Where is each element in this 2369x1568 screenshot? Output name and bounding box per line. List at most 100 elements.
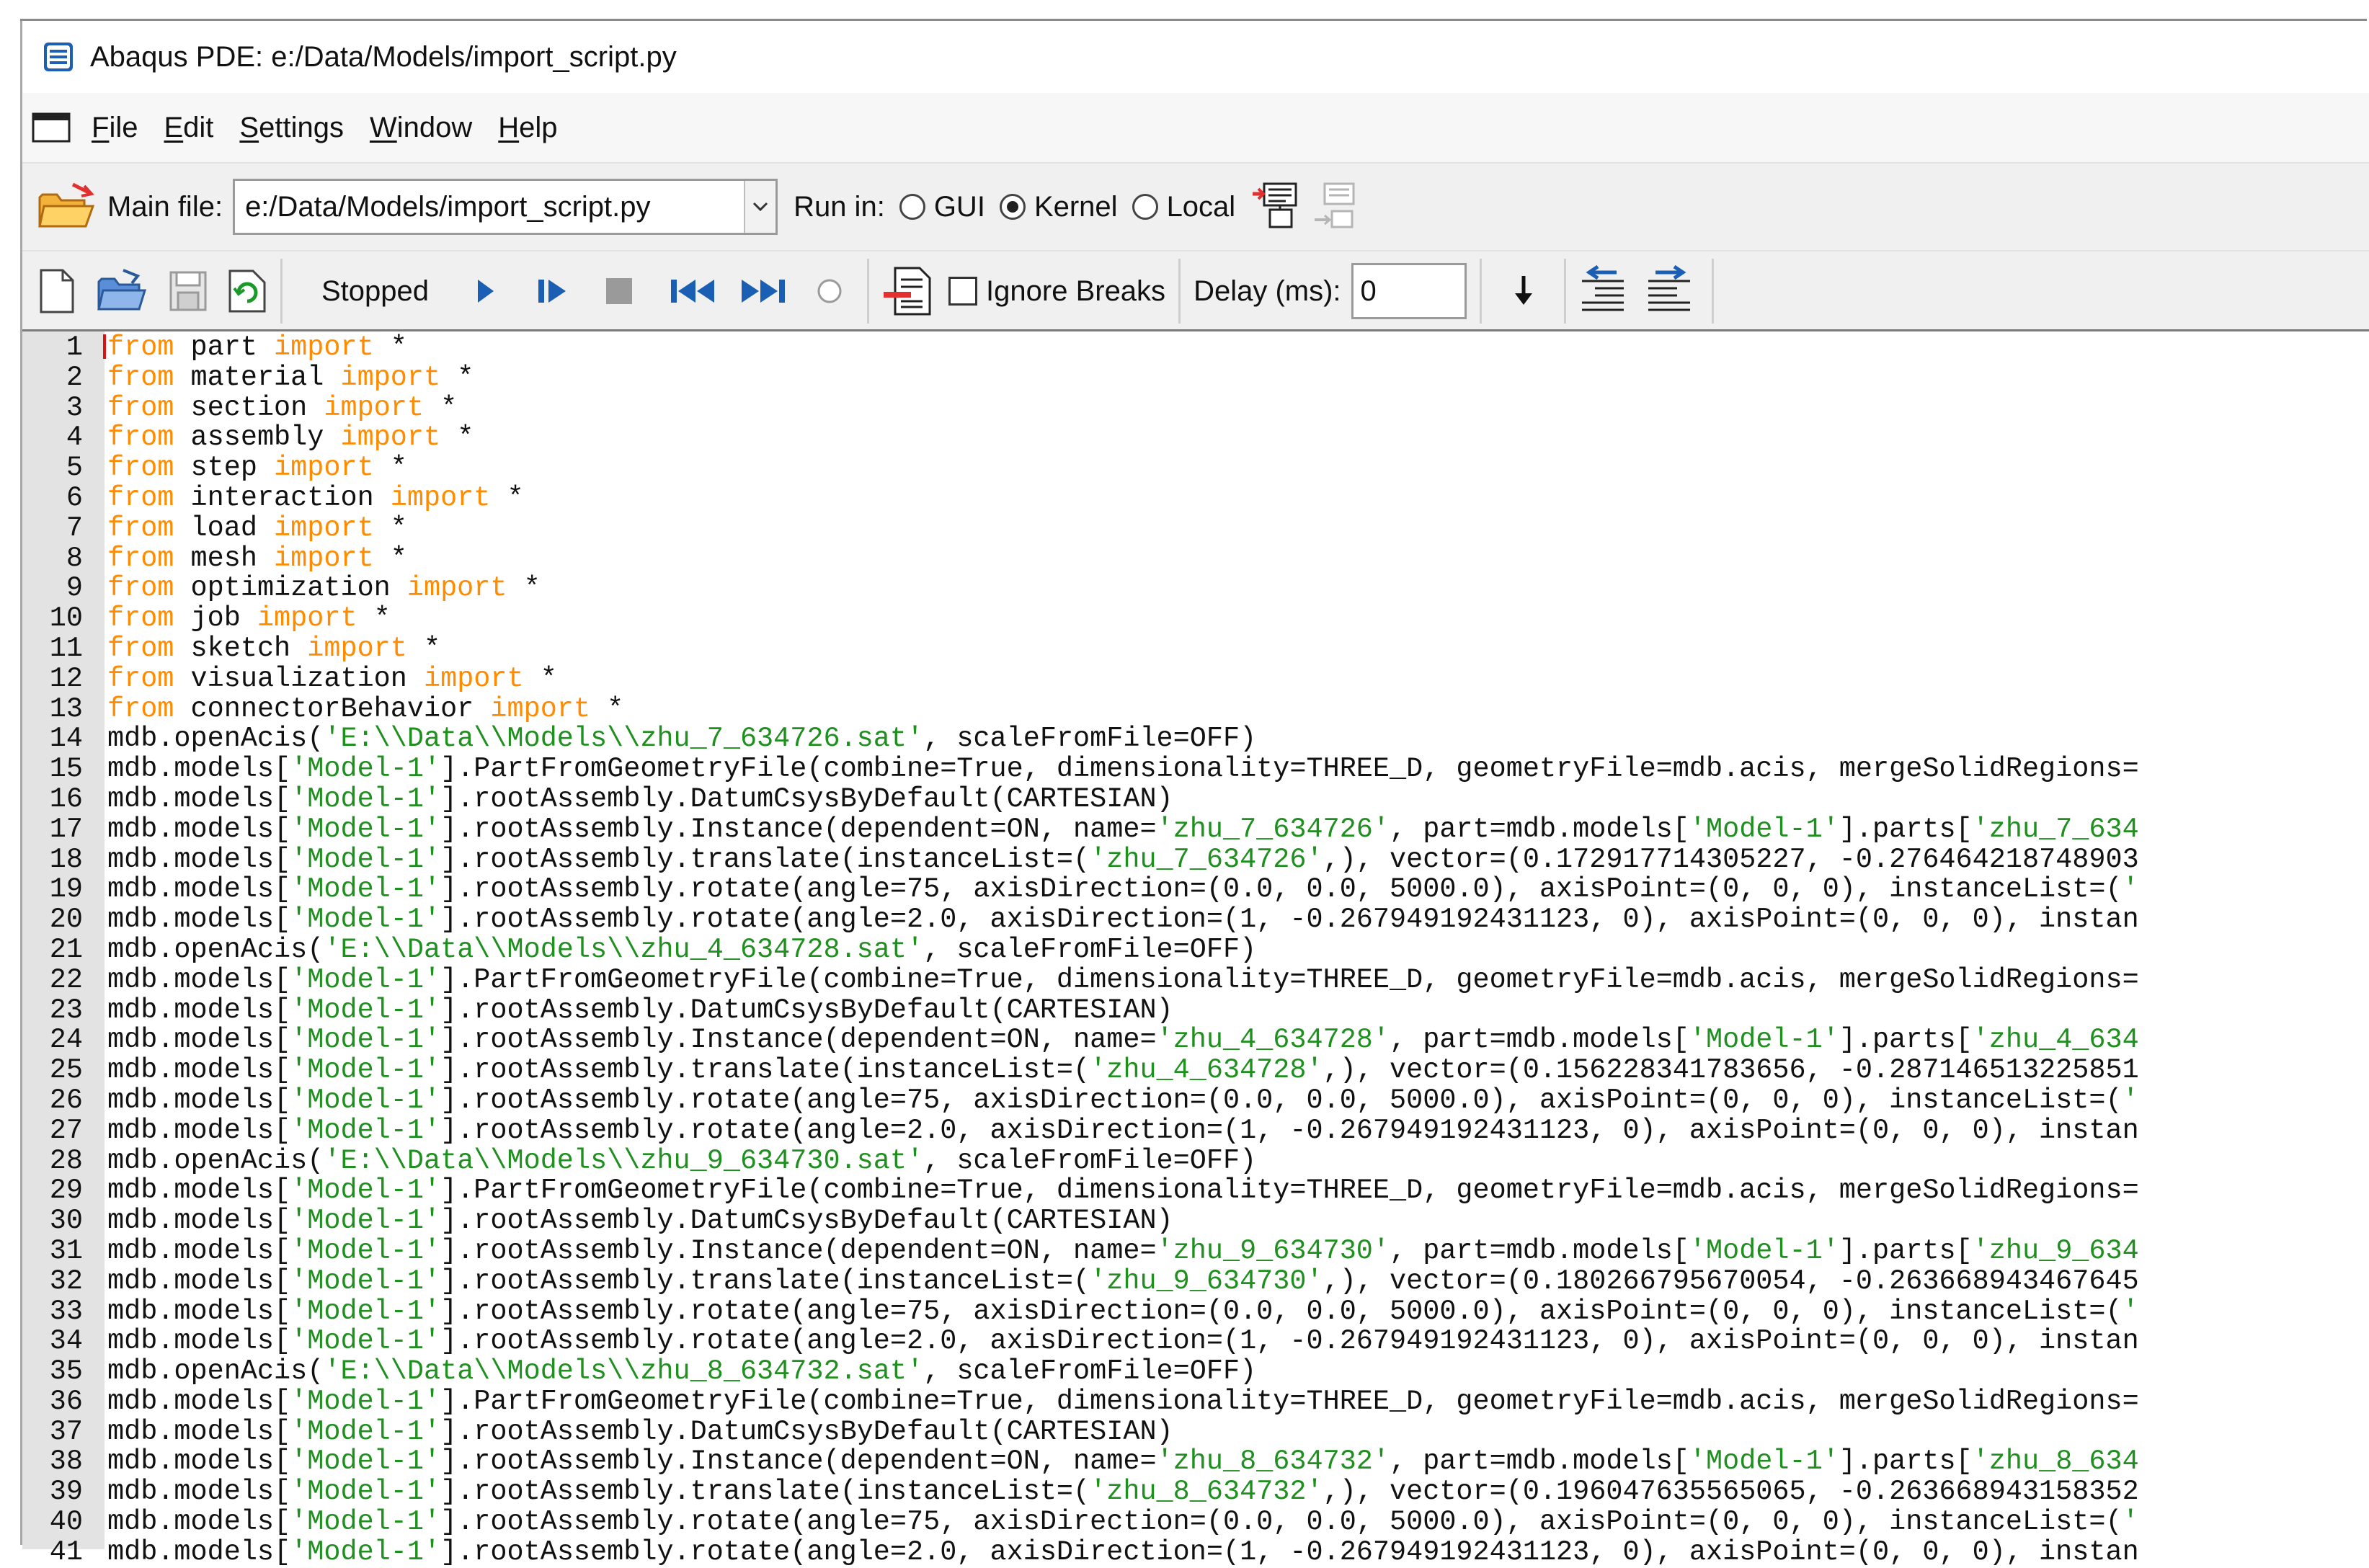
code-token: ].rootAssembly.translate(instanceList=( <box>440 1476 1090 1508</box>
radio-circle[interactable] <box>1132 194 1158 220</box>
delay-input[interactable]: 0 <box>1351 263 1467 319</box>
open-folder-icon[interactable] <box>37 182 96 232</box>
outdent-icon[interactable] <box>1579 264 1627 317</box>
string-token: 'Model-1' <box>290 1536 441 1568</box>
code-token: * <box>523 662 557 695</box>
code-token: job <box>174 602 257 635</box>
reload-icon[interactable] <box>227 268 267 314</box>
string-token: ' <box>2122 873 2139 906</box>
menu-window[interactable]: Window <box>369 111 473 143</box>
ignore-breaks-checkbox[interactable] <box>948 277 978 306</box>
start-recording-icon[interactable] <box>1251 179 1302 234</box>
menu-file[interactable]: File <box>92 111 138 143</box>
code-token: ].rootAssembly.DatumCsysByDefault(CARTES… <box>440 1415 1173 1448</box>
menu-settings[interactable]: Settings <box>239 111 344 143</box>
line-number: 27 <box>49 1114 83 1146</box>
code-text: from load import * <box>107 513 407 544</box>
code-token: mdb.models[ <box>107 1205 291 1237</box>
play-icon[interactable] <box>475 277 497 306</box>
main-file-combobox[interactable]: e:/Data/Models/import_script.py <box>233 179 778 235</box>
string-token: 'zhu_8_634 <box>1972 1446 2139 1478</box>
code-text: mdb.models['Model-1'].rootAssembly.Datum… <box>107 1417 1173 1448</box>
menu-edit[interactable]: Edit <box>164 111 214 143</box>
code-token: , scaleFromFile=OFF) <box>923 1355 1257 1388</box>
code-text: mdb.openAcis('E:\\Data\\Models\\zhu_7_63… <box>107 723 1256 754</box>
line-number: 4 <box>66 422 83 454</box>
keyword-token: import <box>274 542 374 574</box>
chevron-down-icon[interactable] <box>744 181 776 233</box>
run-in-local-radio[interactable]: Local <box>1132 191 1235 223</box>
open-file-icon[interactable] <box>96 267 148 315</box>
run-in-gui-radio[interactable]: GUI <box>899 191 985 223</box>
line-number: 15 <box>49 753 83 785</box>
debug-breakpoint-icon[interactable] <box>882 265 934 317</box>
string-token: 'Model-1' <box>290 873 441 906</box>
menu-help[interactable]: Help <box>498 111 558 143</box>
go-to-end-icon[interactable] <box>740 277 786 306</box>
radio-circle[interactable] <box>899 194 925 220</box>
code-token: * <box>440 361 474 393</box>
code-text: mdb.models['Model-1'].rootAssembly.rotat… <box>107 904 2139 935</box>
code-token: ].rootAssembly.rotate(angle=75, axisDire… <box>440 1084 2123 1116</box>
go-to-start-icon[interactable] <box>670 277 716 306</box>
stop-recording-icon <box>1315 182 1355 228</box>
code-text: mdb.models['Model-1'].rootAssembly.rotat… <box>107 1084 2139 1116</box>
step-icon[interactable] <box>537 277 569 306</box>
code-token: ].PartFromGeometryFile(combine=True, dim… <box>440 1385 2139 1417</box>
arrow-down-icon[interactable] <box>1509 273 1538 309</box>
line-number: 8 <box>66 542 83 574</box>
code-token: * <box>357 602 391 635</box>
line-number: 24 <box>49 1024 83 1056</box>
string-token: 'Model-1' <box>290 1205 441 1237</box>
main-file-toolbar: Main file: e:/Data/Models/import_script.… <box>22 162 2369 250</box>
new-file-icon[interactable] <box>38 267 76 315</box>
window-menu-icon[interactable] <box>31 112 71 143</box>
run-in-kernel-radio[interactable]: Kernel <box>999 191 1118 223</box>
radio-circle-selected[interactable] <box>999 194 1026 220</box>
indent-icon[interactable] <box>1645 264 1693 317</box>
